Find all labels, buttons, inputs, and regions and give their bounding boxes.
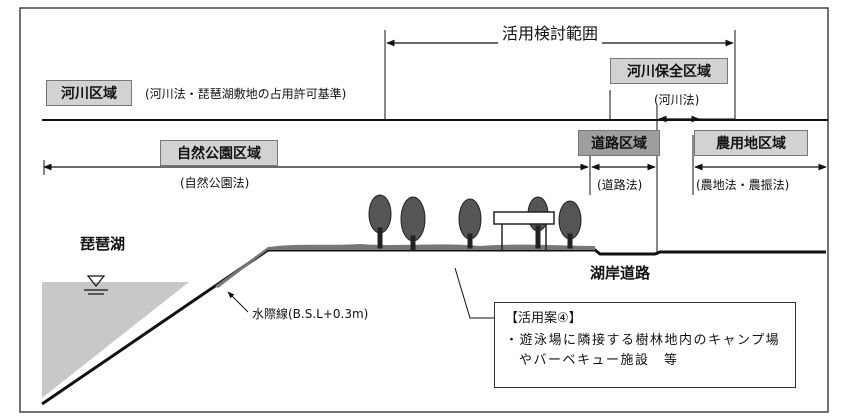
road-zone-law: (道路法) [597,178,643,192]
waterline-label: 水際線(B.S.L+0.3m) [252,307,369,321]
road-zone-label: 道路区域 [578,130,660,156]
farmland-zone-law: (農地法・農振法) [696,178,790,192]
river-conservation-zone-label: 河川保全区域 [610,58,728,84]
waterline-pointer [227,291,249,313]
lake-water [42,282,189,398]
water-level-icon [84,275,108,295]
river-zone-label: 河川区域 [46,80,132,106]
ground-cover [215,244,595,288]
river-zone-law: (河川法・琵琶湖敷地の占用許可基準) [145,87,347,101]
farmland-zone-label: 農用地区域 [694,130,808,156]
lake-label: 琵琶湖 [80,235,126,253]
diagram-frame [19,7,829,413]
natural-park-zone-law: (自然公園法) [180,176,250,190]
gazebo-icon [493,211,555,250]
natural-park-zone-label: 自然公園区域 [160,140,278,166]
proposal-heading: 【活用案④】 [505,311,582,326]
river-conservation-zone-law: (河川法) [654,93,700,107]
scope-title: 活用検討範囲 [498,20,603,44]
callout-pointer [454,267,494,319]
proposal-callout: 【活用案④】 ・遊泳場に隣接する樹林地内のキャンプ場やバーベキュー施設 等 [494,302,796,388]
proposal-body: ・遊泳場に隣接する樹林地内のキャンプ場やバーベキュー施設 等 [505,333,781,368]
lakeside-road-label: 湖岸道路 [590,264,651,282]
